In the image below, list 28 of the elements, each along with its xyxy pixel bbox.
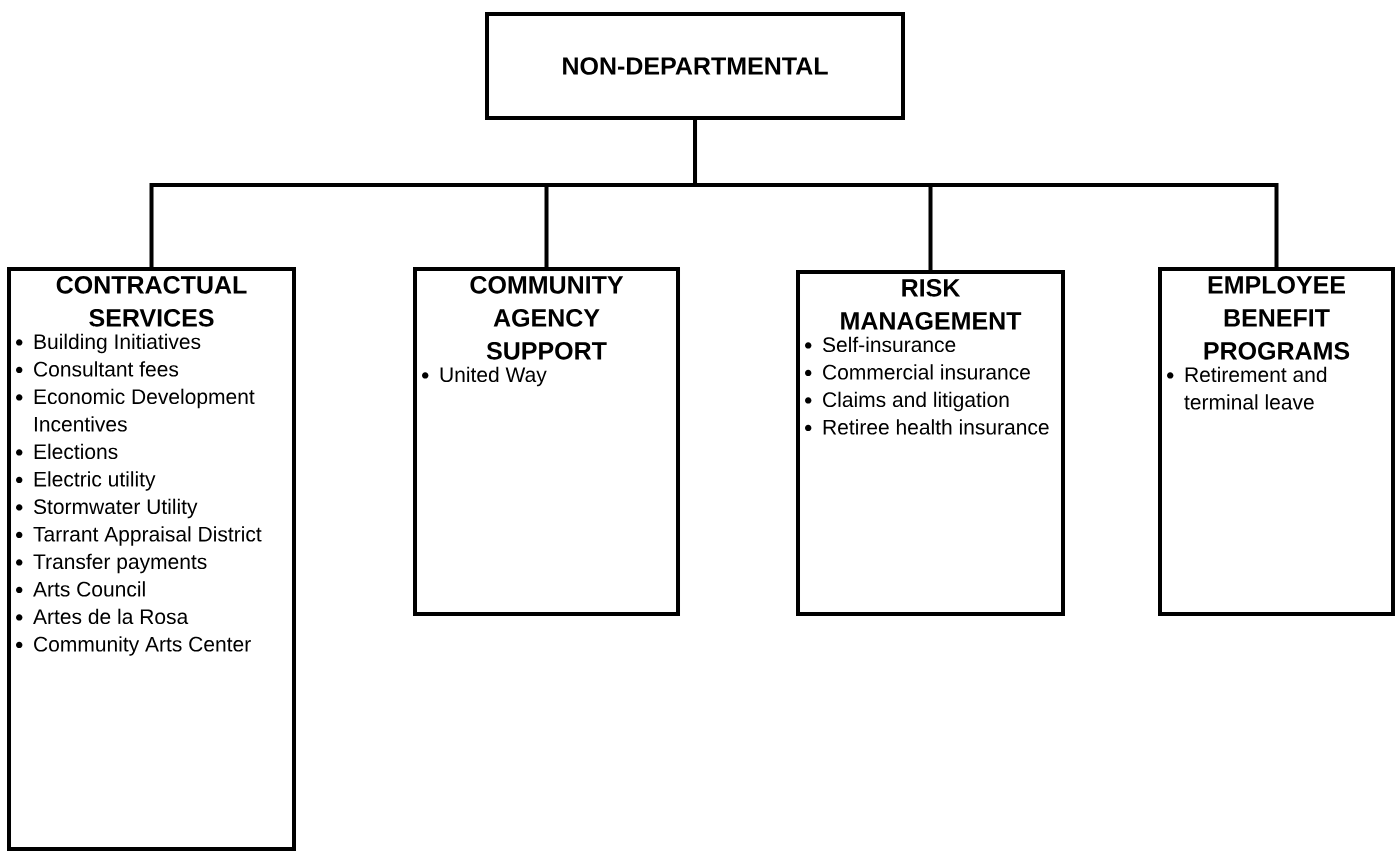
list-item: Artes de la Rosa [16,608,189,625]
list-item: Retirement and terminal leave [1167,366,1327,410]
list-item: Commercial insurance [805,364,1030,380]
list-item: Tarrant Appraisal District [16,526,262,546]
list-item: Arts Council [16,581,145,597]
box-heading: EMPLOYEE BENEFIT PROGRAMS [1204,276,1350,360]
box-heading: CONTRACTUAL SERVICES [56,276,247,327]
list-item: Consultant fees [16,361,179,377]
list-item: United Way [422,366,547,387]
org-box [485,12,905,120]
list-item: Building Initiatives [16,333,201,354]
list-item: Retiree health insurance [805,419,1049,435]
org-box [1158,267,1395,616]
list-item: Stormwater Utility [16,498,198,519]
list-item: Elections [16,443,118,460]
org-box [796,270,1065,616]
connector-line [693,120,1279,267]
box-heading: COMMUNITY AGENCY SUPPORT [470,276,624,360]
list-item: Claims and litigation [805,391,1009,412]
list-item: Self-insurance [805,336,956,353]
list-item: Transfer payments [16,553,207,574]
box-heading: RISK MANAGEMENT [841,279,1022,330]
org-box [413,267,680,616]
list-item: Economic Development Incentives [16,388,255,432]
list-item: Community Arts Center [16,636,251,656]
org-box [7,267,296,851]
list-item: Electric utility [16,471,156,491]
box-title: NON-DEPARTMENTAL [563,57,828,75]
